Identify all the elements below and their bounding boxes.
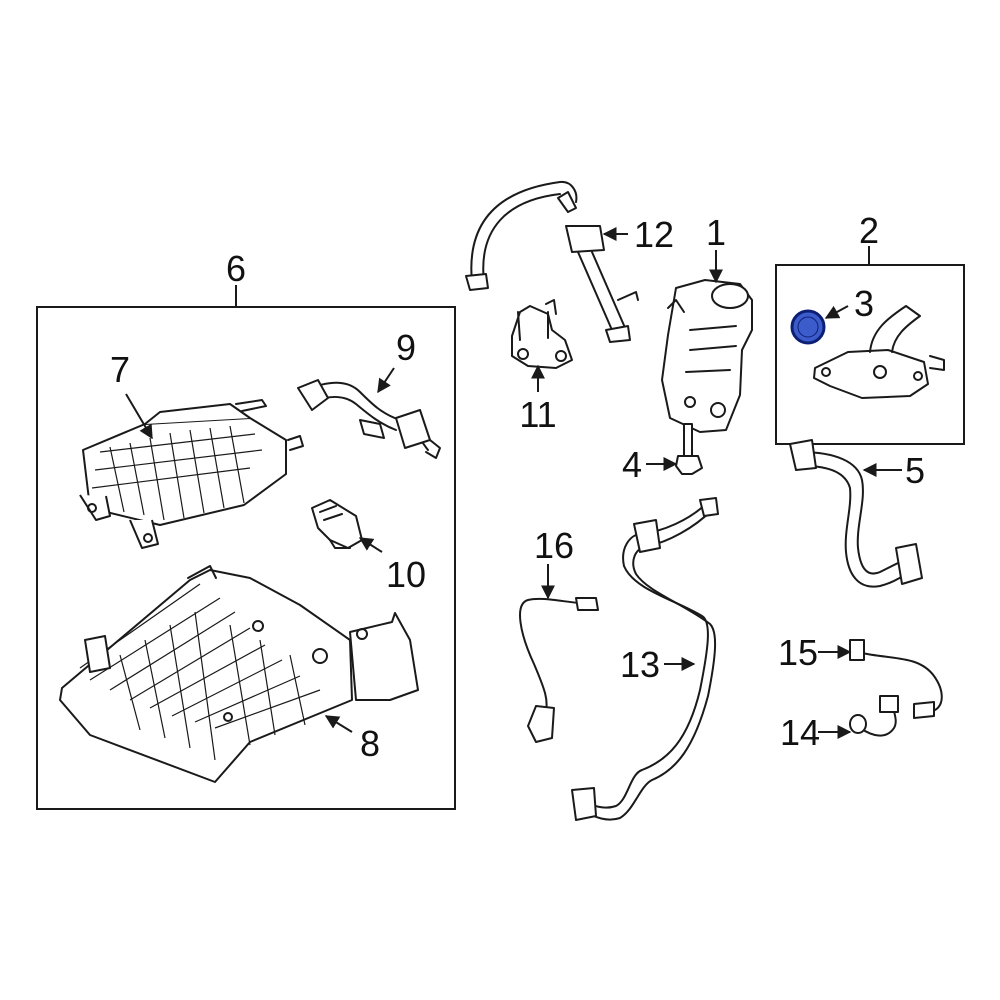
oxygen-sensor-part[interactable]: [519, 597, 599, 743]
callout-10[interactable]: 10: [386, 554, 426, 595]
leader-7: [125, 393, 153, 440]
bolt-part[interactable]: [675, 423, 703, 475]
callout-9[interactable]: 9: [396, 327, 416, 368]
callout-12[interactable]: 12: [634, 214, 674, 255]
callout-4[interactable]: 4: [622, 444, 642, 485]
vacuum-tube-part[interactable]: [465, 180, 639, 343]
callout-5[interactable]: 5: [905, 450, 925, 491]
long-tube-part[interactable]: [571, 497, 719, 821]
callout-14[interactable]: 14: [780, 712, 820, 753]
sensor-wire-2-part[interactable]: [849, 695, 899, 737]
leader-8: [324, 715, 353, 733]
leader-10: [358, 537, 383, 553]
leader-9: [377, 367, 395, 394]
vapor-canister-part[interactable]: [79, 399, 304, 549]
callout-11[interactable]: 11: [519, 394, 556, 435]
egr-tube-part[interactable]: [789, 439, 923, 588]
gasket-highlight[interactable]: [790, 309, 826, 345]
leader-3: [824, 305, 849, 319]
egr-adapter-part[interactable]: [813, 305, 945, 399]
sensor-wire-part[interactable]: [849, 639, 943, 719]
connector-part[interactable]: [311, 499, 363, 549]
gasket-part[interactable]: [790, 309, 826, 345]
callout-1[interactable]: 1: [706, 212, 726, 253]
fitting-bracket-part[interactable]: [511, 299, 573, 369]
callout-15[interactable]: 15: [778, 632, 818, 673]
egr-valve-part[interactable]: [661, 279, 753, 433]
canister-bracket-part[interactable]: [59, 565, 419, 783]
callout-3[interactable]: 3: [854, 283, 874, 324]
callout-6[interactable]: 6: [226, 248, 246, 289]
callout-8[interactable]: 8: [360, 723, 380, 764]
canister-group-frame: [36, 306, 456, 810]
purge-hose-part[interactable]: [297, 379, 441, 459]
callout-13[interactable]: 13: [620, 644, 660, 685]
callout-16[interactable]: 16: [534, 525, 574, 566]
callout-2[interactable]: 2: [859, 210, 879, 251]
callout-7[interactable]: 7: [110, 349, 130, 390]
